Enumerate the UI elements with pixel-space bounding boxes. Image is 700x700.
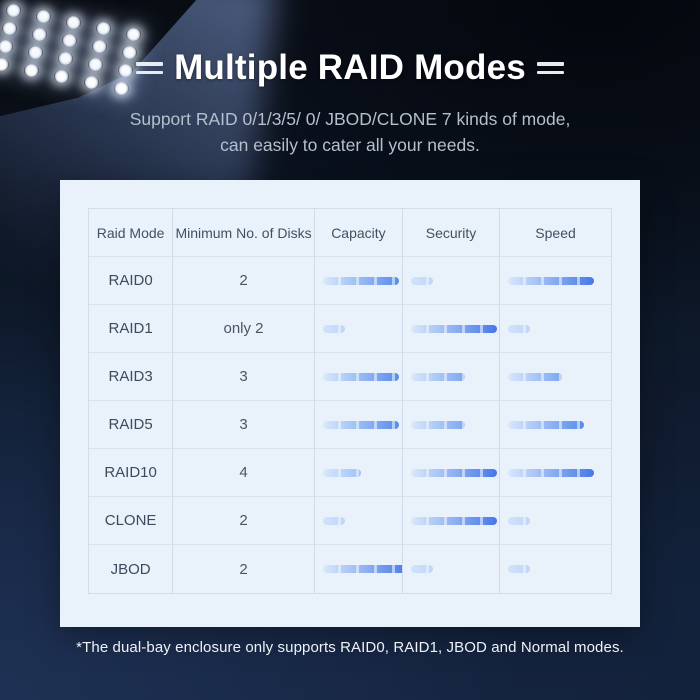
capacity-rating-bar	[322, 565, 402, 573]
light-dot	[114, 82, 129, 95]
security-rating-clone	[402, 497, 500, 545]
light-dot	[118, 64, 133, 77]
capacity-rating-bar	[322, 468, 361, 477]
light-dot	[84, 76, 99, 89]
light-dot	[122, 46, 137, 59]
light-dot	[24, 64, 39, 77]
raid-mode-raid3: RAID3	[89, 353, 173, 401]
light-dot	[58, 52, 73, 65]
speed-rating-bar	[508, 468, 595, 477]
column-header-capacity: Capacity	[313, 209, 402, 257]
speed-rating-bar	[508, 516, 531, 525]
speed-rating-raid3	[499, 353, 611, 401]
security-rating-bar	[411, 565, 433, 573]
speed-rating-raid5	[499, 401, 611, 449]
light-dot	[54, 70, 69, 83]
speed-rating-bar	[508, 324, 531, 333]
raid-mode-clone: CLONE	[89, 497, 173, 545]
light-dot	[2, 22, 17, 35]
speed-rating-bar	[508, 372, 563, 381]
speed-rating-raid1	[499, 305, 611, 353]
title-row: Multiple RAID Modes	[0, 48, 700, 88]
light-dot	[66, 16, 81, 29]
light-dot	[88, 58, 103, 71]
security-rating-bar	[411, 324, 497, 333]
light-dot	[92, 40, 107, 53]
column-header-minimum-no-of-disks: Minimum No. of Disks	[172, 209, 314, 257]
column-header-raid-mode: Raid Mode	[89, 209, 173, 257]
light-dot	[126, 28, 141, 41]
light-dot	[36, 10, 51, 23]
security-rating-raid1	[402, 305, 500, 353]
security-rating-raid3	[402, 353, 500, 401]
min-disks-raid5: 3	[172, 401, 314, 449]
light-dot	[6, 4, 21, 17]
security-rating-bar	[411, 420, 465, 429]
capacity-rating-raid5	[313, 401, 402, 449]
capacity-rating-bar	[322, 420, 399, 429]
capacity-rating-jbod	[313, 545, 402, 593]
capacity-rating-raid3	[313, 353, 402, 401]
light-dot	[62, 34, 77, 47]
raid-mode-raid1: RAID1	[89, 305, 173, 353]
min-disks-jbod: 2	[172, 545, 314, 593]
column-header-speed: Speed	[499, 209, 611, 257]
min-disks-raid1: only 2	[172, 305, 314, 353]
subtitle-line-2: can easily to cater all your needs.	[220, 135, 480, 155]
raid-mode-raid5: RAID5	[89, 401, 173, 449]
subtitle-line-1: Support RAID 0/1/3/5/ 0/ JBOD/CLONE 7 ki…	[129, 109, 571, 129]
security-rating-bar	[411, 516, 497, 525]
raid-mode-jbod: JBOD	[110, 560, 151, 578]
capacity-rating-bar	[322, 276, 399, 285]
speed-rating-bar	[508, 565, 531, 573]
min-disks-clone: 2	[172, 497, 314, 545]
raid-mode-raid0: RAID0	[89, 257, 173, 305]
capacity-rating-raid10	[313, 449, 402, 497]
column-header-security: Security	[402, 209, 500, 257]
capacity-rating-raid1	[313, 305, 402, 353]
capacity-rating-clone	[313, 497, 402, 545]
security-rating-raid5	[402, 401, 500, 449]
min-disks-raid10: 4	[172, 449, 314, 497]
speed-rating-bar	[508, 276, 595, 285]
min-disks-raid0: 2	[172, 257, 314, 305]
capacity-rating-bar	[322, 372, 399, 381]
security-rating-bar	[411, 372, 465, 381]
title-left-lines-icon	[136, 62, 164, 74]
light-dot	[32, 28, 47, 41]
security-rating-bar	[411, 468, 497, 477]
light-dot	[0, 40, 13, 53]
light-dot	[0, 58, 9, 71]
speed-rating-raid10	[499, 449, 611, 497]
subtitle: Support RAID 0/1/3/5/ 0/ JBOD/CLONE 7 ki…	[0, 106, 700, 158]
capacity-rating-raid0	[313, 257, 402, 305]
security-rating-bar	[411, 276, 433, 285]
footnote: *The dual-bay enclosure only supports RA…	[76, 639, 624, 656]
speed-rating-bar	[508, 420, 585, 429]
page-title: Multiple RAID Modes	[174, 48, 526, 87]
raid-mode-raid10: RAID10	[89, 449, 173, 497]
security-rating-raid10	[402, 449, 500, 497]
min-disks-raid3: 3	[172, 353, 314, 401]
speed-rating-clone	[499, 497, 611, 545]
light-dot	[96, 22, 111, 35]
capacity-rating-bar	[322, 324, 345, 333]
speed-rating-jbod	[499, 545, 611, 593]
speed-rating-raid0	[499, 257, 611, 305]
light-dot	[28, 46, 43, 59]
stadium-lights-icon	[0, 0, 218, 132]
capacity-rating-bar	[322, 516, 345, 525]
title-right-lines-icon	[536, 62, 564, 74]
security-rating-jbod	[402, 545, 499, 593]
security-rating-raid0	[402, 257, 500, 305]
